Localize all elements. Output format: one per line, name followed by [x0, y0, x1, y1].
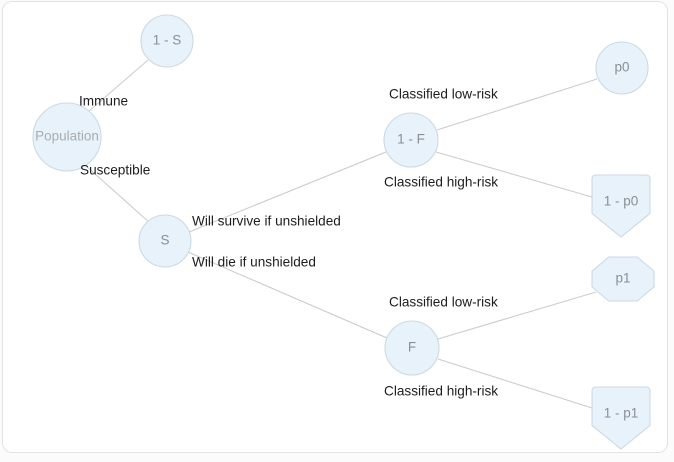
node-shape-one-minus-f: [383, 112, 439, 168]
edge-one-minus-f-to-p0: [436, 78, 598, 131]
node-one-minus-p0[interactable]: 1 - p0: [591, 174, 651, 238]
edge-f-to-one-minus-p1: [437, 358, 593, 409]
edge-label-population-to-one-minus-s: Immune: [79, 94, 128, 109]
node-label-f: F: [408, 340, 416, 355]
node-p1[interactable]: p1: [591, 256, 655, 302]
node-label-one-minus-f: 1 - F: [397, 132, 425, 147]
edge-label-f-to-p1: Classified low-risk: [389, 295, 498, 310]
node-p0[interactable]: p0: [595, 41, 649, 95]
edge-label-f-to-one-minus-p1: Classified high-risk: [384, 384, 498, 399]
edge-label-one-minus-f-to-one-minus-p0: Classified high-risk: [384, 175, 498, 190]
edge-label-s-to-one-minus-f: Will survive if unshielded: [192, 214, 341, 229]
node-label-p1: p1: [615, 271, 630, 286]
node-f[interactable]: F: [384, 320, 440, 376]
node-label-one-minus-p1: 1 - p1: [604, 406, 639, 421]
edge-f-to-p1: [437, 291, 597, 340]
node-shape-p1: [591, 256, 655, 302]
node-label-one-minus-s: 1 - S: [153, 33, 182, 48]
node-shape-p0: [595, 41, 649, 95]
edge-population-to-one-minus-s: [87, 59, 149, 113]
edge-label-population-to-s: Susceptible: [80, 163, 150, 178]
node-shape-one-minus-s: [140, 14, 194, 68]
node-population[interactable]: Population: [32, 102, 102, 172]
node-label-one-minus-p0: 1 - p0: [604, 194, 639, 209]
diagram-canvas: [2, 1, 668, 453]
node-label-p0: p0: [614, 60, 629, 75]
edge-population-to-s: [84, 164, 151, 224]
edges-layer: [84, 59, 598, 409]
edge-s-to-one-minus-f: [188, 151, 387, 233]
node-shape-one-minus-p1: [591, 386, 651, 450]
node-label-population: Population: [35, 129, 99, 144]
edge-label-one-minus-f-to-p0: Classified low-risk: [389, 87, 498, 102]
node-label-s: S: [160, 233, 169, 248]
node-one-minus-p1[interactable]: 1 - p1: [591, 386, 651, 450]
node-one-minus-f[interactable]: 1 - F: [383, 112, 439, 168]
node-s[interactable]: S: [138, 214, 192, 268]
node-shape-f: [384, 320, 440, 376]
edge-label-s-to-f: Will die if unshielded: [192, 255, 316, 270]
edge-one-minus-f-to-one-minus-p0: [435, 151, 593, 198]
node-shape-s: [138, 214, 192, 268]
node-one-minus-s[interactable]: 1 - S: [140, 14, 194, 68]
node-shape-population: [32, 102, 102, 172]
edge-s-to-f: [187, 251, 388, 339]
node-shape-one-minus-p0: [591, 174, 651, 238]
nodes-layer: Population 1 - S S 1 - F Fp0 1 - p0 p1 1 - p1: [32, 14, 655, 450]
